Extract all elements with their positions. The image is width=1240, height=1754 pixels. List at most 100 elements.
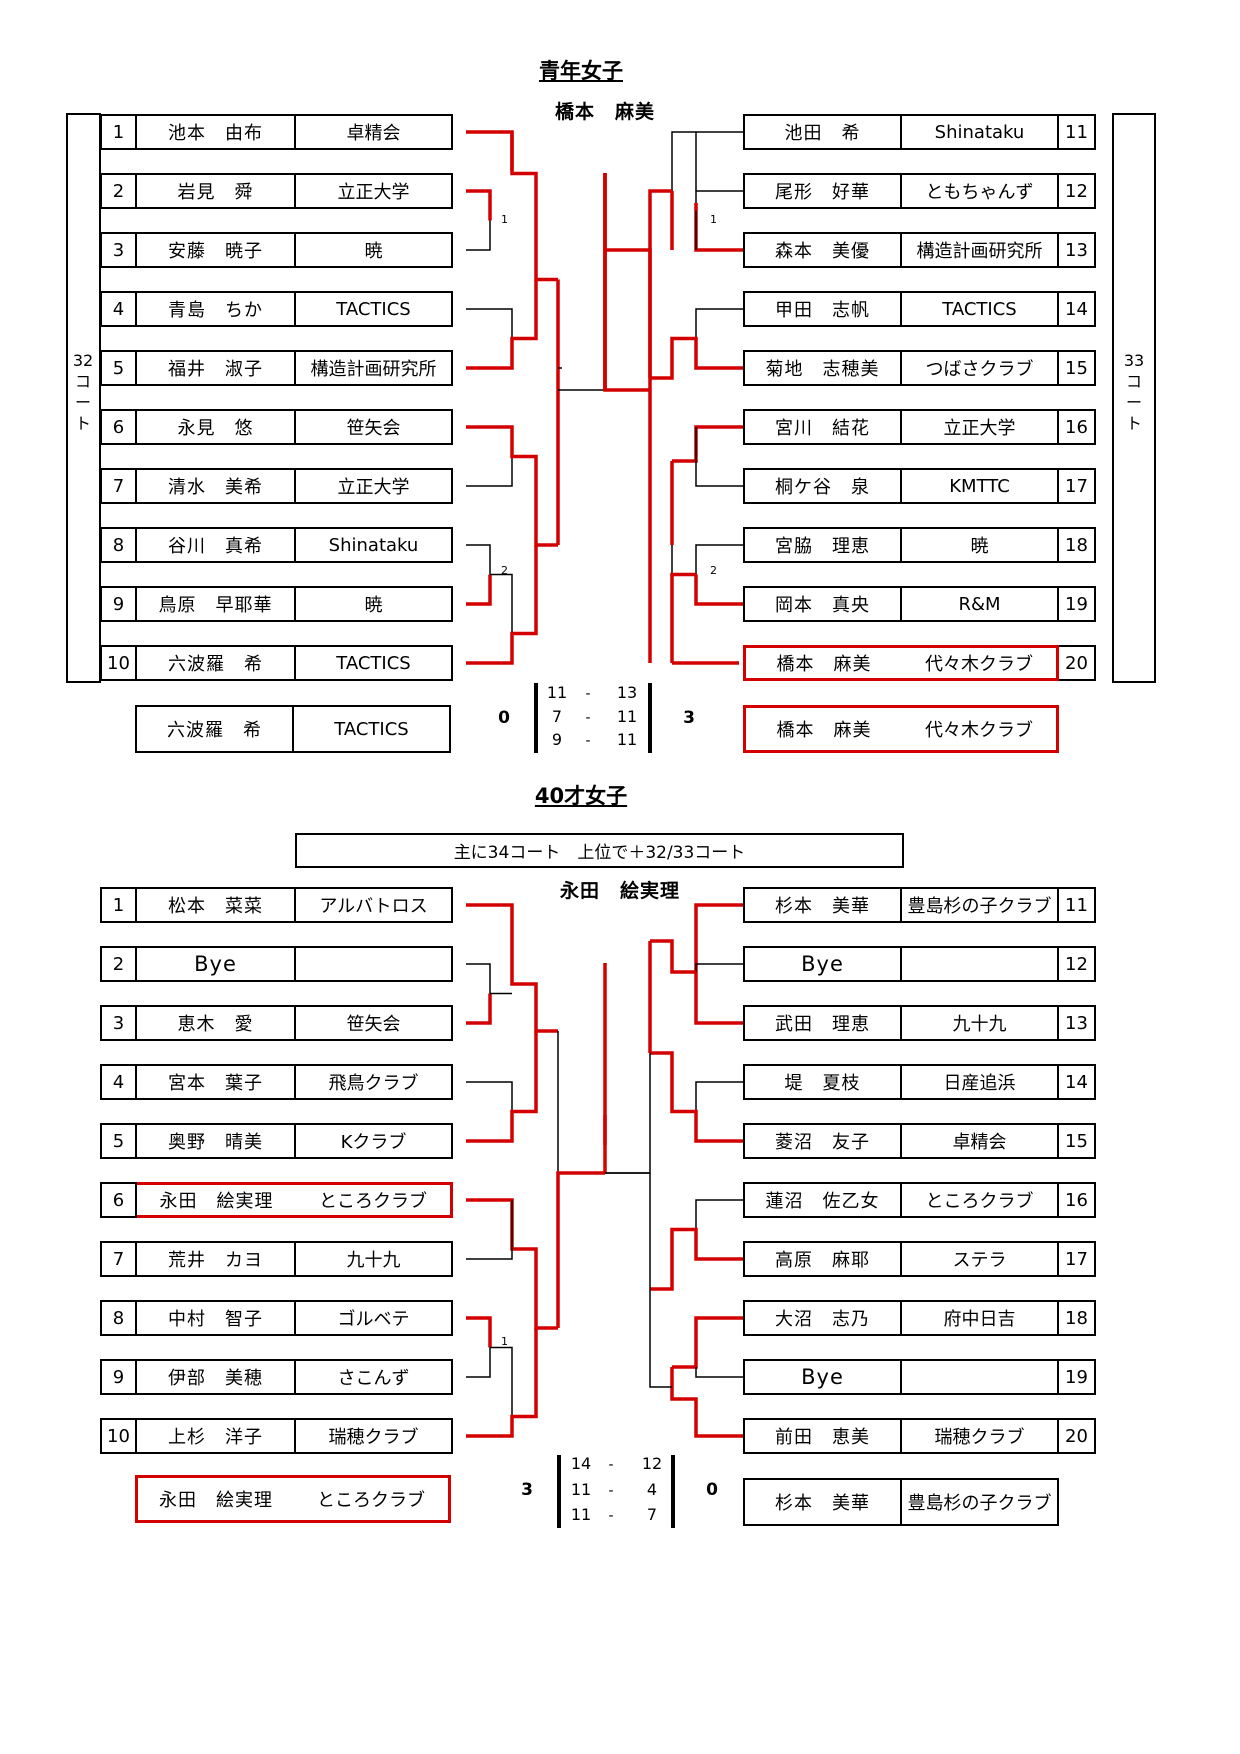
game-score: 11 [570, 1480, 592, 1499]
player-name: 岡本 真央 [743, 586, 902, 622]
score-dash: - [585, 686, 591, 702]
team-name [902, 1359, 1059, 1395]
section-title: 青年女子 [539, 59, 623, 83]
score-dash: - [585, 733, 591, 749]
seed-number: 20 [1059, 645, 1096, 681]
seed-number: 11 [1059, 887, 1096, 923]
player-name: 岩見 舜 [137, 173, 296, 209]
team-name: 暁 [296, 232, 453, 268]
team-name: 瑞穂クラブ [296, 1418, 453, 1454]
team-name: 立正大学 [296, 173, 453, 209]
player-name: 安藤 暁子 [137, 232, 296, 268]
seed-number: 15 [1059, 350, 1096, 386]
player-name: 菱沼 友子 [743, 1123, 902, 1159]
team-name: 卓精会 [902, 1123, 1059, 1159]
bracket-line [695, 1199, 743, 1259]
winner-path [650, 1051, 743, 1143]
seed-number: 18 [1059, 527, 1096, 563]
winner-path [466, 1328, 538, 1438]
game-score: 11 [546, 683, 568, 702]
seed-number: 1 [100, 887, 137, 923]
seed-number: 10 [100, 645, 137, 681]
player-name: 堤 夏枝 [743, 1064, 902, 1100]
seed-number: 7 [100, 468, 137, 504]
winner-path [510, 132, 558, 282]
winner-path [556, 1171, 605, 1328]
seed-number: 8 [100, 527, 137, 563]
seed-number: 13 [1059, 1005, 1096, 1041]
player-name: 福井 淑子 [137, 350, 296, 386]
player-name: 桐ケ谷 泉 [743, 468, 902, 504]
match-mark: 1 [501, 213, 508, 226]
player-name: 橋本 麻美 [743, 645, 902, 681]
seed-number: 4 [100, 291, 137, 327]
player-name: 橋本 麻美 [743, 705, 902, 753]
team-name: 笹矢会 [296, 1005, 453, 1041]
section-title: 40才女子 [534, 784, 628, 808]
winner-path [466, 903, 514, 964]
player-name: 尾形 好華 [743, 173, 902, 209]
final-left-player: 六波羅 希 TACTICS [135, 705, 451, 753]
seed-number: 6 [100, 409, 137, 445]
score-dash: - [608, 1457, 614, 1473]
score-divider [534, 683, 538, 753]
winner-path [694, 210, 743, 252]
winner-path [694, 972, 743, 1025]
match-mark: 2 [501, 564, 508, 577]
team-name: 九十九 [902, 1005, 1059, 1041]
team-name: 瑞穂クラブ [902, 1418, 1059, 1454]
winner-path [466, 545, 538, 665]
final-right-player: 橋本 麻美 代々木クラブ [743, 705, 1059, 753]
player-name: 杉本 美華 [743, 1478, 902, 1526]
player-name: 六波羅 希 [137, 645, 296, 681]
seed-number: 20 [1059, 1418, 1096, 1454]
seed-number: 2 [100, 946, 137, 982]
player-name: 永田 絵実理 [135, 1475, 294, 1523]
team-name: 代々木クラブ [902, 645, 1059, 681]
player-name: 前田 恵美 [743, 1418, 902, 1454]
bracket-line [466, 1317, 491, 1378]
winner-path [694, 574, 743, 606]
team-name: 豊島杉の子クラブ [902, 1478, 1059, 1526]
seed-number: 10 [100, 1418, 137, 1454]
game-score: 7 [646, 1505, 658, 1524]
player-name: 伊部 美穂 [137, 1359, 296, 1395]
final-left-player: 永田 絵実理 ところクラブ [135, 1475, 451, 1523]
team-name: 構造計画研究所 [902, 232, 1059, 268]
winner-path [603, 248, 652, 390]
player-name: 六波羅 希 [135, 705, 294, 753]
bracket-line [466, 1081, 513, 1142]
seed-number: 3 [100, 1005, 137, 1041]
player-name: 清水 美希 [137, 468, 296, 504]
player-name: 青島 ちか [137, 291, 296, 327]
winner-path [603, 173, 650, 392]
player-name: 松本 菜菜 [137, 887, 296, 923]
winner-path [466, 574, 492, 606]
seed-number: 18 [1059, 1300, 1096, 1336]
score-divider [557, 1455, 561, 1528]
seed-number: 11 [1059, 114, 1096, 150]
seed-number: 1 [100, 114, 137, 150]
seed-number: 4 [100, 1064, 137, 1100]
team-name: 卓精会 [296, 114, 453, 150]
team-name: 飛鳥クラブ [296, 1064, 453, 1100]
seed-number: 5 [100, 350, 137, 386]
